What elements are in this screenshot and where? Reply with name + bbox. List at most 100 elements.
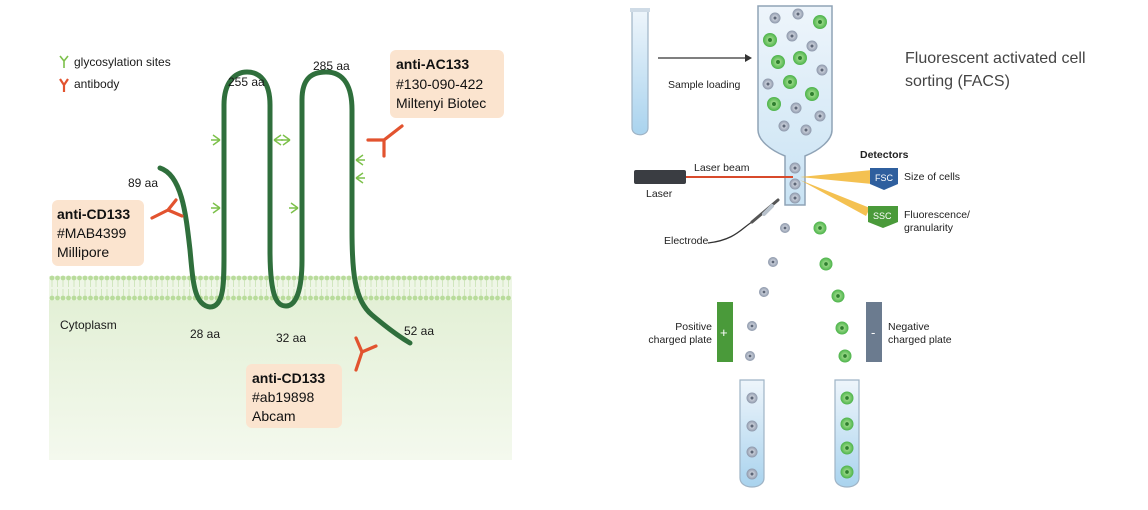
unlabeled-cell-icon (814, 110, 826, 122)
legend-glycosylation-label: glycosylation sites (74, 55, 171, 69)
glycosylation-site-icon (288, 202, 299, 214)
sample-tube (630, 8, 650, 136)
size-of-cells-label: Size of cells (904, 171, 960, 183)
unlabeled-cell-icon (745, 351, 755, 361)
fluorescent-cell-icon (767, 97, 781, 111)
positive-plate: + (717, 302, 733, 362)
fluorescent-cell-icon (805, 87, 819, 101)
unlabeled-cell-icon (769, 12, 781, 24)
label-285-aa: 285 aa (313, 59, 350, 73)
glycosylation-site-icon (210, 134, 221, 146)
glycosylation-site-icon (273, 134, 284, 146)
unlabeled-cell-icon (762, 78, 774, 90)
collection-tube-right (834, 379, 860, 488)
unlabeled-cell-icon (778, 120, 790, 132)
antibody-icon (354, 336, 378, 372)
laser-beam-label: Laser beam (694, 162, 750, 174)
fluorescent-cell-icon (835, 321, 849, 335)
facs-title-line1: Fluorescent activated cell (905, 50, 1086, 67)
fsc-label: FSC (875, 173, 894, 183)
box-anti-ac133: anti-AC133 #130-090-422 Miltenyi Biotec (390, 50, 504, 118)
ssc-beam (800, 180, 870, 216)
laser-device (634, 170, 686, 184)
ssc-label: SSC (873, 211, 892, 221)
label-89-aa: 89 aa (128, 176, 158, 190)
electrode-icon (707, 198, 780, 244)
unlabeled-cell-icon (789, 162, 801, 174)
box-ac133-vendor: Miltenyi Biotec (396, 95, 486, 111)
unlabeled-cell-icon (789, 178, 801, 190)
box-anti-cd133-left: anti-CD133 #MAB4399 Millipore (52, 200, 144, 266)
unlabeled-cell-icon (746, 468, 758, 480)
label-255-aa: 255 aa (228, 75, 265, 89)
positive-plate-label-line1: Positive (675, 321, 712, 333)
fluorescent-cell-icon (763, 33, 777, 47)
antibody-icon (150, 198, 184, 220)
sample-loading-label: Sample loading (668, 79, 741, 91)
fluorescent-cell-icon (840, 441, 854, 455)
fluorescent-cell-icon (838, 349, 852, 363)
cd133-topology-panel: glycosylation sites antibody 89 aa 255 a… (49, 50, 512, 460)
arrow-head-icon (745, 54, 752, 62)
facs-title-line2: sorting (FACS) (905, 73, 1010, 90)
fluorescent-cell-icon (771, 55, 785, 69)
box-ac133-catalog: #130-090-422 (396, 76, 483, 92)
fluorescence-label-line1: Fluorescence/ (904, 209, 970, 221)
glycosylation-site-icon (355, 154, 366, 166)
positive-plate-label-line2: charged plate (648, 334, 712, 346)
laser-label: Laser (646, 188, 673, 200)
fluorescent-cell-icon (831, 289, 845, 303)
electrode-label: Electrode (664, 235, 709, 247)
antibody-icon (366, 124, 404, 158)
fluorescent-cell-icon (783, 75, 797, 89)
fluorescent-cell-icon (813, 221, 827, 235)
unlabeled-cell-icon (789, 192, 801, 204)
label-32-aa: 32 aa (276, 331, 306, 345)
facs-panel: Fluorescent activated cell sorting (FACS… (630, 5, 1086, 488)
unlabeled-cell-icon (806, 40, 818, 52)
cd133-protein-strand (157, 69, 413, 346)
box-cd133-bottom-title: anti-CD133 (252, 370, 325, 386)
unlabeled-cell-icon (792, 8, 804, 20)
unlabeled-cell-icon (746, 446, 758, 458)
unlabeled-cell-icon (780, 223, 790, 233)
negative-sign: - (871, 325, 875, 340)
cytoplasm-label: Cytoplasm (60, 318, 117, 332)
negative-plate: - (866, 302, 882, 362)
box-cd133-left-title: anti-CD133 (57, 206, 130, 222)
unlabeled-cell-icon (816, 64, 828, 76)
legend-antibody-label: antibody (74, 77, 119, 91)
cell-membrane (49, 275, 512, 301)
unlabeled-cell-icon (768, 257, 778, 267)
fluorescent-cell-icon (840, 391, 854, 405)
negative-plate-label-line1: Negative (888, 321, 930, 333)
box-cd133-left-vendor: Millipore (57, 244, 109, 260)
legend: glycosylation sites antibody (59, 55, 171, 92)
ssc-detector: SSC (868, 206, 898, 228)
unlabeled-cell-icon (786, 30, 798, 42)
glycosylation-site-icon (210, 202, 221, 214)
collected-cells (746, 391, 854, 480)
fsc-beam (800, 170, 872, 184)
droplet-stream (745, 221, 852, 363)
box-cd133-left-catalog: #MAB4399 (57, 225, 126, 241)
unlabeled-cell-icon (746, 420, 758, 432)
glycosylation-legend-icon (59, 55, 69, 68)
fluorescent-cell-icon (840, 417, 854, 431)
label-52-aa: 52 aa (404, 324, 434, 338)
unlabeled-cell-icon (747, 321, 757, 331)
fsc-detector: FSC (870, 168, 898, 190)
fluorescent-cell-icon (793, 51, 807, 65)
fluorescent-cell-icon (819, 257, 833, 271)
antibody-legend-icon (59, 78, 69, 92)
chamber-cells (762, 8, 828, 204)
detectors-label: Detectors (860, 149, 909, 161)
box-ac133-title: anti-AC133 (396, 56, 469, 72)
unlabeled-cell-icon (759, 287, 769, 297)
box-cd133-bottom-vendor: Abcam (252, 408, 296, 424)
box-cd133-bottom-catalog: #ab19898 (252, 389, 315, 405)
unlabeled-cell-icon (790, 102, 802, 114)
fluorescence-label-line2: granularity (904, 222, 954, 234)
negative-plate-label-line2: charged plate (888, 334, 952, 346)
